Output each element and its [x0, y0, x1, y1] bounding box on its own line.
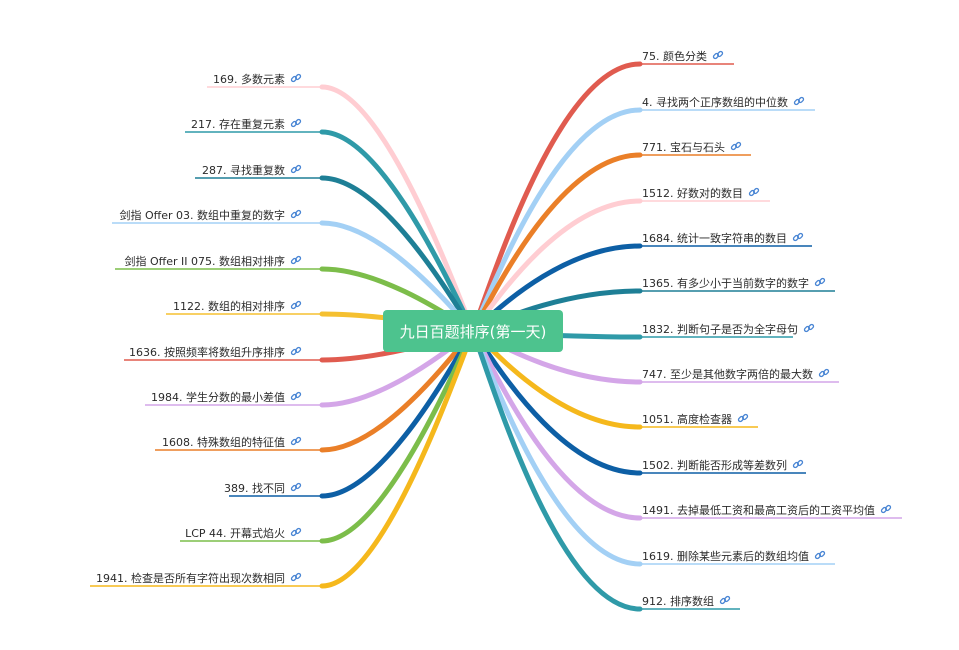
link-icon[interactable]	[707, 49, 724, 66]
link-icon[interactable]	[285, 163, 302, 180]
left-topic-10[interactable]: 389. 找不同	[224, 481, 302, 497]
topic-label: 1365. 有多少小于当前数字的数字	[642, 277, 809, 290]
left-topic-12[interactable]: 1941. 检查是否所有字符出现次数相同	[96, 571, 302, 587]
link-icon[interactable]	[285, 390, 302, 407]
topic-label: 912. 排序数组	[642, 595, 714, 608]
branch-curve	[319, 328, 476, 589]
topic-label: 剑指 Offer II 075. 数组相对排序	[124, 255, 286, 268]
link-icon[interactable]	[285, 571, 302, 588]
right-topic-8[interactable]: 747. 至少是其他数字两倍的最大数	[642, 367, 830, 383]
root-topic[interactable]: 九日百题排序(第一天)	[383, 310, 563, 352]
left-topic-1[interactable]: 169. 多数元素	[213, 72, 302, 88]
left-branch-12	[90, 328, 476, 589]
right-topic-3[interactable]: 771. 宝石与石头	[642, 140, 742, 156]
topic-label: 389. 找不同	[224, 482, 285, 495]
left-topic-9[interactable]: 1608. 特殊数组的特征值	[162, 435, 302, 451]
topic-label: 217. 存在重复元素	[191, 118, 285, 131]
link-icon[interactable]	[285, 208, 302, 225]
link-icon[interactable]	[714, 594, 731, 611]
branch-curve	[470, 152, 643, 334]
link-icon[interactable]	[743, 186, 760, 203]
left-topic-4[interactable]: 剑指 Offer 03. 数组中重复的数字	[119, 208, 302, 224]
link-icon[interactable]	[285, 345, 302, 362]
right-topic-13[interactable]: 912. 排序数组	[642, 594, 731, 610]
right-topic-5[interactable]: 1684. 统计一致字符串的数目	[642, 231, 804, 247]
topic-label: 287. 寻找重复数	[202, 164, 285, 177]
link-icon[interactable]	[285, 481, 302, 498]
root-topic-label: 九日百题排序(第一天)	[399, 322, 547, 341]
topic-label: 1502. 判断能否形成等差数列	[642, 459, 787, 472]
right-branch-12	[470, 328, 835, 567]
link-icon[interactable]	[787, 458, 804, 475]
right-branch-13	[470, 328, 740, 612]
topic-label: 169. 多数元素	[213, 73, 285, 86]
topic-label: 75. 颜色分类	[642, 50, 707, 63]
left-topic-2[interactable]: 217. 存在重复元素	[191, 117, 302, 133]
topic-label: 4. 寻找两个正序数组的中位数	[642, 96, 788, 109]
left-topic-6[interactable]: 1122. 数组的相对排序	[173, 299, 302, 315]
link-icon[interactable]	[809, 276, 826, 293]
left-topic-11[interactable]: LCP 44. 开幕式焰火	[185, 526, 302, 542]
topic-label: 剑指 Offer 03. 数组中重复的数字	[119, 209, 285, 222]
right-branch-10	[470, 328, 806, 476]
link-icon[interactable]	[813, 367, 830, 384]
topic-label: 1051. 高度检查器	[642, 413, 732, 426]
topic-label: 1122. 数组的相对排序	[173, 300, 285, 313]
right-topic-12[interactable]: 1619. 删除某些元素后的数组均值	[642, 549, 826, 565]
link-icon[interactable]	[732, 412, 749, 429]
topic-label: 1941. 检查是否所有字符出现次数相同	[96, 572, 285, 585]
link-icon[interactable]	[788, 95, 805, 112]
link-icon[interactable]	[285, 299, 302, 316]
right-topic-2[interactable]: 4. 寻找两个正序数组的中位数	[642, 95, 805, 111]
topic-label: 747. 至少是其他数字两倍的最大数	[642, 368, 813, 381]
link-icon[interactable]	[285, 254, 302, 271]
link-icon[interactable]	[725, 140, 742, 157]
link-icon[interactable]	[798, 322, 815, 339]
right-topic-1[interactable]: 75. 颜色分类	[642, 49, 724, 65]
link-icon[interactable]	[285, 435, 302, 452]
topic-label: 1512. 好数对的数目	[642, 187, 743, 200]
link-icon[interactable]	[809, 549, 826, 566]
branch-curve	[470, 328, 643, 612]
link-icon[interactable]	[787, 231, 804, 248]
topic-label: 1684. 统计一致字符串的数目	[642, 232, 787, 245]
link-icon[interactable]	[285, 526, 302, 543]
topic-label: 1491. 去掉最低工资和最高工资后的工资平均值	[642, 504, 875, 517]
left-topic-7[interactable]: 1636. 按照频率将数组升序排序	[129, 345, 302, 361]
topic-label: 1608. 特殊数组的特征值	[162, 436, 285, 449]
topic-label: 771. 宝石与石头	[642, 141, 725, 154]
topic-label: 1984. 学生分数的最小差值	[151, 391, 285, 404]
topic-label: 1619. 删除某些元素后的数组均值	[642, 550, 809, 563]
link-icon[interactable]	[285, 117, 302, 134]
left-topic-8[interactable]: 1984. 学生分数的最小差值	[151, 390, 302, 406]
right-topic-7[interactable]: 1832. 判断句子是否为全字母句	[642, 322, 815, 338]
right-topic-4[interactable]: 1512. 好数对的数目	[642, 186, 760, 202]
right-topic-9[interactable]: 1051. 高度检查器	[642, 412, 749, 428]
left-topic-3[interactable]: 287. 寻找重复数	[202, 163, 302, 179]
right-topic-6[interactable]: 1365. 有多少小于当前数字的数字	[642, 276, 826, 292]
link-icon[interactable]	[875, 503, 892, 520]
link-icon[interactable]	[285, 72, 302, 89]
topic-label: 1636. 按照频率将数组升序排序	[129, 346, 285, 359]
right-topic-10[interactable]: 1502. 判断能否形成等差数列	[642, 458, 804, 474]
topic-label: 1832. 判断句子是否为全字母句	[642, 323, 798, 336]
right-topic-11[interactable]: 1491. 去掉最低工资和最高工资后的工资平均值	[642, 503, 892, 519]
left-topic-5[interactable]: 剑指 Offer II 075. 数组相对排序	[125, 254, 303, 270]
topic-label: LCP 44. 开幕式焰火	[185, 527, 285, 540]
